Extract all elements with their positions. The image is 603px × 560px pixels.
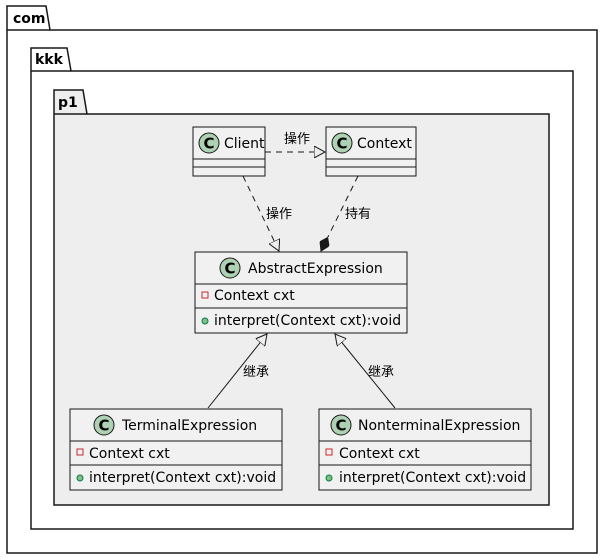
public-visibility-icon [201,317,209,325]
private-visibility-icon [76,448,84,456]
svg-text:C: C [224,260,235,278]
class-nonterminal-expression-attribute: Context cxt [339,446,420,462]
edge-nonterminal-inherit-label: 继承 [368,365,394,380]
svg-text:C: C [336,135,347,153]
class-terminal-expression-method: interpret(Context cxt):void [89,470,276,486]
edge-nonterminal-inherit: 继承 [335,334,396,409]
svg-text:C: C [98,417,109,435]
class-client[interactable]: C Client [192,126,266,177]
class-client-name: Client [224,136,265,152]
class-nonterminal-expression[interactable]: C NonterminalExpression Context cxt inte… [318,408,532,491]
class-icon: C [219,257,241,279]
class-terminal-expression-name: TerminalExpression [121,418,257,434]
package-com-label: com [13,11,46,27]
class-icon: C [330,414,352,436]
public-visibility-icon [76,474,84,482]
package-kkk-label: kkk [35,52,64,68]
svg-text:C: C [203,135,214,153]
edge-client-abstract-label: 操作 [266,206,292,222]
class-terminal-expression-attribute: Context cxt [89,446,170,462]
edge-terminal-inherit-label: 继承 [243,365,269,380]
private-visibility-icon [325,448,333,456]
class-context[interactable]: C Context [325,126,417,177]
class-icon: C [331,132,353,154]
class-abstract-expression-method: interpret(Context cxt):void [214,313,401,329]
edge-client-abstract: 操作 [242,175,292,251]
class-abstract-expression-attribute: Context cxt [214,288,295,304]
edge-client-context: 操作 [265,131,325,152]
class-context-name: Context [357,136,412,152]
class-icon: C [93,414,115,436]
class-abstract-expression-name: AbstractExpression [248,261,383,277]
class-abstract-expression[interactable]: C AbstractExpression Context cxt interpr… [194,251,408,334]
class-terminal-expression[interactable]: C TerminalExpression Context cxt interpr… [69,408,283,491]
edge-terminal-inherit: 继承 [207,334,269,409]
edge-context-abstract: 持有 [321,175,371,251]
class-nonterminal-expression-name: NonterminalExpression [358,418,520,434]
edge-client-context-label: 操作 [284,131,310,147]
svg-text:C: C [335,417,346,435]
class-icon: C [198,132,220,154]
public-visibility-icon [325,474,333,482]
package-p1-label: p1 [58,95,78,111]
private-visibility-icon [201,291,209,299]
class-nonterminal-expression-method: interpret(Context cxt):void [339,470,526,486]
edge-context-abstract-label: 持有 [345,207,371,222]
